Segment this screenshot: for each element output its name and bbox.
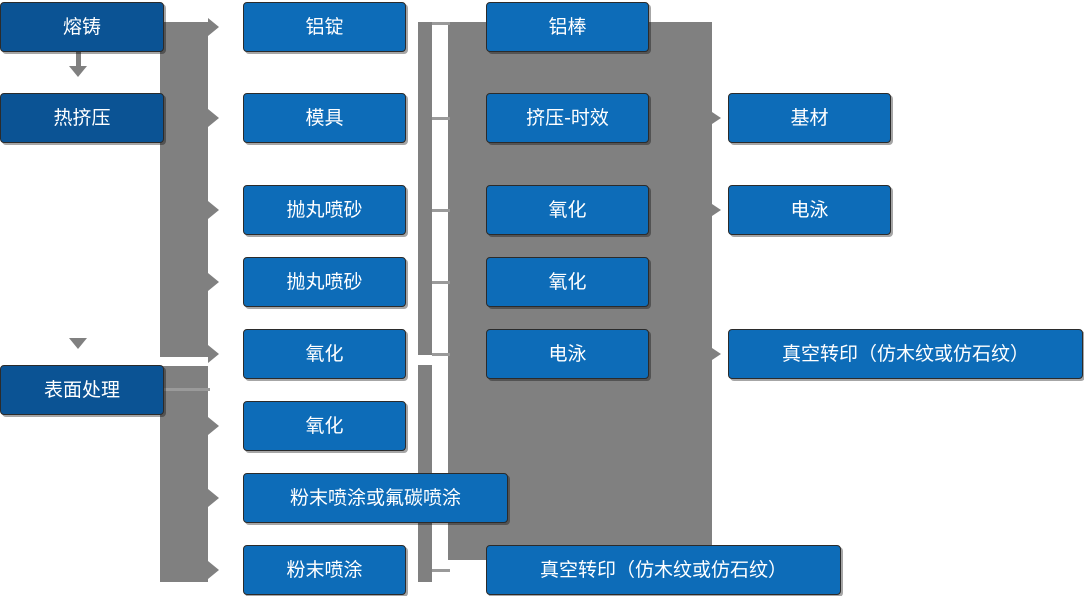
- mid-tick-3: [432, 209, 450, 212]
- out-stem-2: [700, 208, 714, 211]
- trunk-notch: [160, 357, 208, 366]
- stage-trunk-connector: [160, 22, 208, 582]
- process-box-shot-blasting-2[interactable]: 抛丸喷砂: [243, 257, 406, 307]
- out-stem-3: [700, 352, 714, 355]
- stage-down-arrow-2: [69, 338, 87, 349]
- mid-rail-gap: [418, 355, 432, 365]
- output-box-base-material[interactable]: 基材: [728, 93, 891, 143]
- process-box-powder-coating[interactable]: 粉末喷涂: [243, 545, 406, 595]
- stage-label: 熔铸: [62, 15, 101, 38]
- process-label: 粉末喷涂或氟碳喷涂: [289, 486, 461, 509]
- treatment-label: 氧化: [548, 270, 587, 293]
- process-box-mold[interactable]: 模具: [243, 93, 406, 143]
- process-box-oxidation-1[interactable]: 氧化: [243, 329, 406, 379]
- trunk-arrow-8: [208, 561, 219, 579]
- trunk-arrow-6: [208, 417, 219, 435]
- stage-box-hot-extrusion[interactable]: 热挤压: [0, 93, 164, 143]
- stage-down-arrow-1: [69, 66, 87, 77]
- stage-label: 热挤压: [53, 106, 111, 129]
- process-box-powder-or-fluorocarbon-coating[interactable]: 粉末喷涂或氟碳喷涂: [243, 473, 508, 523]
- output-box-electrophoresis[interactable]: 电泳: [728, 185, 891, 235]
- process-label: 氧化: [305, 342, 344, 365]
- process-label: 抛丸喷砂: [286, 198, 363, 221]
- treatment-box-oxidation-2[interactable]: 氧化: [486, 257, 649, 307]
- treatment-box-oxidation-1[interactable]: 氧化: [486, 185, 649, 235]
- process-box-oxidation-2[interactable]: 氧化: [243, 401, 406, 451]
- process-label: 模具: [305, 106, 344, 129]
- process-box-aluminum-ingot[interactable]: 铝锭: [243, 2, 406, 52]
- out-arrow-1: [712, 112, 721, 124]
- mid-tick-1: [432, 22, 450, 25]
- trunk-arrow-1: [208, 18, 219, 36]
- output-label: 真空转印（仿木纹或仿石纹）: [781, 342, 1029, 365]
- output-label: 基材: [790, 106, 829, 129]
- treatment-box-vacuum-transfer-printing[interactable]: 真空转印（仿木纹或仿石纹）: [486, 545, 841, 595]
- trunk-arrow-7: [208, 489, 219, 507]
- stage-box-melt-casting[interactable]: 熔铸: [0, 2, 164, 52]
- stage-box-surface-treatment[interactable]: 表面处理: [0, 365, 164, 415]
- process-box-shot-blasting-1[interactable]: 抛丸喷砂: [243, 185, 406, 235]
- trunk-arrow-4: [208, 273, 219, 291]
- treatment-box-aluminum-rod[interactable]: 铝棒: [486, 2, 649, 52]
- out-stem-1: [700, 116, 714, 119]
- out-arrow-3: [712, 348, 721, 360]
- treatment-box-extrusion-aging[interactable]: 挤压-时效: [486, 93, 649, 143]
- trunk-arrow-5: [208, 345, 219, 363]
- process-label: 抛丸喷砂: [286, 270, 363, 293]
- treatment-label: 氧化: [548, 198, 587, 221]
- stage-down-stem-1: [76, 50, 81, 68]
- treatment-box-electrophoresis[interactable]: 电泳: [486, 329, 649, 379]
- treatment-label: 真空转印（仿木纹或仿石纹）: [539, 558, 787, 581]
- mid-tick-6: [432, 569, 450, 572]
- surface-treatment-link: [164, 388, 210, 391]
- output-box-vacuum-transfer-printing[interactable]: 真空转印（仿木纹或仿石纹）: [728, 329, 1083, 379]
- process-label: 粉末喷涂: [286, 558, 363, 581]
- mid-tick-2: [432, 117, 450, 120]
- treatment-label: 挤压-时效: [526, 106, 609, 129]
- output-label: 电泳: [790, 198, 829, 221]
- stage-label: 表面处理: [43, 378, 120, 401]
- trunk-arrow-3: [208, 201, 219, 219]
- mid-rail: [418, 22, 432, 582]
- treatment-label: 铝棒: [548, 15, 587, 38]
- mid-tick-5: [432, 353, 450, 356]
- trunk-arrow-2: [208, 109, 219, 127]
- treatment-label: 电泳: [548, 342, 587, 365]
- mid-tick-4: [432, 281, 450, 284]
- out-arrow-2: [712, 204, 721, 216]
- process-label: 铝锭: [305, 15, 344, 38]
- process-label: 氧化: [305, 414, 344, 437]
